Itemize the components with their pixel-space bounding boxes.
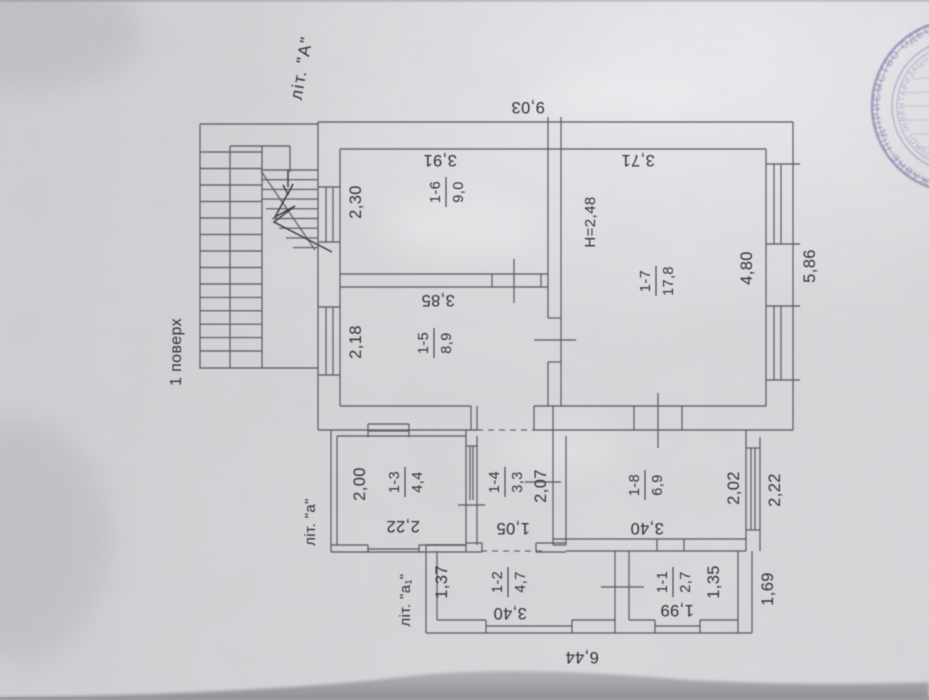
svg-text:3,3: 3,3 bbox=[510, 471, 526, 492]
svg-text:5,86: 5,86 bbox=[801, 249, 819, 283]
svg-text:1-4: 1-4 bbox=[487, 471, 503, 493]
svg-text:3,71: 3,71 bbox=[621, 151, 655, 169]
svg-text:літ. "а₁": літ. "а₁" bbox=[397, 573, 414, 626]
svg-text:2,22: 2,22 bbox=[386, 517, 420, 535]
svg-text:1-2: 1-2 bbox=[490, 571, 506, 593]
svg-text:1-7: 1-7 bbox=[638, 270, 654, 292]
svg-text:6,44: 6,44 bbox=[565, 648, 599, 666]
svg-text:3,40: 3,40 bbox=[493, 604, 527, 622]
svg-text:1,05: 1,05 bbox=[496, 519, 530, 537]
svg-text:1-6: 1-6 bbox=[428, 181, 444, 203]
svg-text:6,9: 6,9 bbox=[650, 474, 666, 495]
svg-text:17,8: 17,8 bbox=[661, 266, 677, 296]
svg-text:1,37: 1,37 bbox=[433, 565, 451, 599]
svg-text:1-5: 1-5 bbox=[416, 332, 432, 354]
svg-text:4,7: 4,7 bbox=[513, 571, 529, 592]
svg-text:4,80: 4,80 bbox=[738, 251, 756, 285]
svg-text:3,91: 3,91 bbox=[423, 151, 457, 169]
svg-text:1-8: 1-8 bbox=[627, 474, 643, 496]
svg-text:4,4: 4,4 bbox=[410, 471, 426, 492]
svg-text:3,85: 3,85 bbox=[421, 291, 455, 309]
svg-text:2,07: 2,07 bbox=[532, 469, 550, 503]
svg-text:2,7: 2,7 bbox=[678, 571, 694, 592]
svg-text:1-3: 1-3 bbox=[387, 471, 403, 493]
svg-text:2,30: 2,30 bbox=[347, 185, 365, 219]
svg-text:8,9: 8,9 bbox=[439, 332, 455, 353]
svg-text:9,0: 9,0 bbox=[451, 181, 467, 202]
svg-text:2,18: 2,18 bbox=[347, 325, 365, 359]
svg-text:1-1: 1-1 bbox=[655, 571, 671, 593]
svg-text:літ. "а": літ. "а" bbox=[302, 498, 319, 546]
svg-text:2,22: 2,22 bbox=[766, 473, 784, 507]
svg-text:3,40: 3,40 bbox=[630, 519, 664, 537]
svg-text:H=2,48: H=2,48 bbox=[582, 196, 599, 247]
svg-text:9,03: 9,03 bbox=[511, 98, 545, 116]
svg-text:1,99: 1,99 bbox=[660, 601, 694, 619]
svg-text:1,69: 1,69 bbox=[759, 572, 777, 606]
svg-text:2,02: 2,02 bbox=[725, 471, 743, 505]
svg-text:1,35: 1,35 bbox=[705, 565, 723, 599]
svg-text:1 поверх: 1 поверх bbox=[168, 318, 185, 386]
svg-text:2,00: 2,00 bbox=[351, 467, 369, 501]
